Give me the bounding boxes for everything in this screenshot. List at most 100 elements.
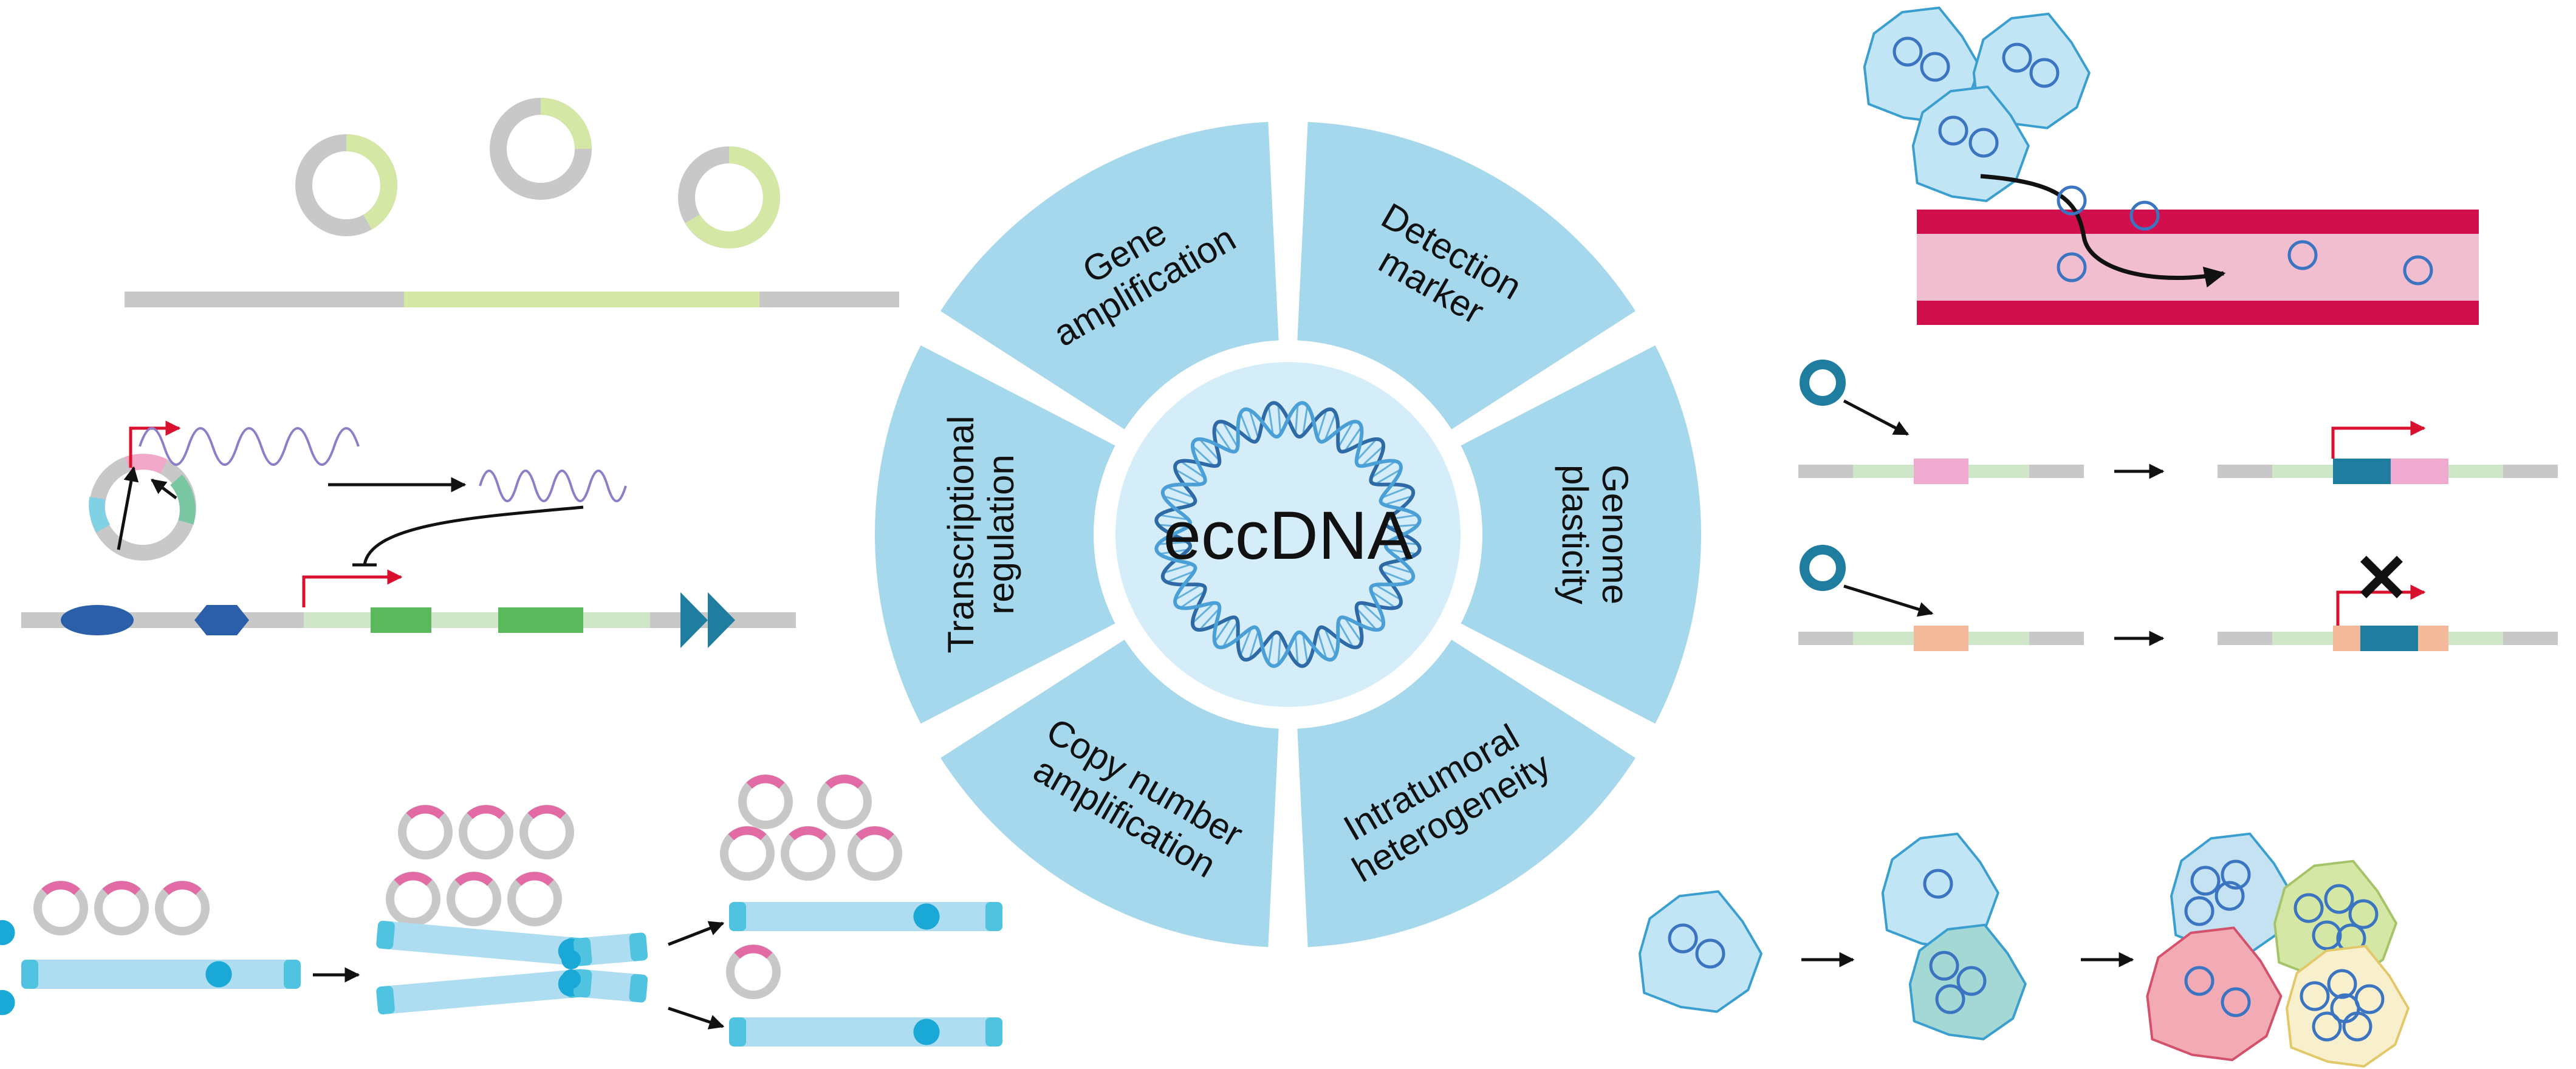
promoter-arrow-icon [2331,420,2426,459]
copy-number-panel [0,774,1002,1047]
eccdna-ring-icon [1893,36,1923,67]
inserted-eccdna [2360,626,2418,651]
base-pair [1163,563,1193,574]
base-pair [1166,570,1195,583]
eccdna-ring-icon [2300,981,2330,1011]
binding-protein [61,605,134,635]
base-pair [1294,405,1299,434]
segment-genome-plasticity: Genomeplasticity [1461,345,1701,724]
base-pair [1199,607,1221,631]
blood-vessel-lumen [1917,234,2479,301]
base-pair [1191,602,1215,624]
chromosome-icon [729,1017,1002,1047]
gene-region [304,612,650,628]
base-pair [1158,541,1188,545]
base-pair [1222,421,1239,448]
dna-helix-icon [1154,401,1422,668]
gene-amplification-panel [125,98,899,307]
base-pair [1214,617,1232,643]
base-pair [1387,548,1417,555]
eccdna-ring-icon [726,944,781,999]
detection-marker-panel [1863,6,2479,325]
base-pair [1159,514,1189,521]
eccdna-ring-icon [1935,984,1965,1014]
eccdna-ring-icon [1968,128,1999,158]
arrow-icon [117,466,139,550]
inhibition-line [363,505,584,565]
heterogeneity-panel [1639,832,2410,1068]
eccdna-ring-icon [2327,969,2357,999]
segment-label-line: Transcriptional [940,415,981,653]
segment-shape [1297,121,1636,429]
base-pair [1239,413,1252,442]
base-pair [1191,445,1215,467]
segment-transcriptional-regulation: Transcriptionalregulation [875,345,1115,724]
exon [498,607,583,633]
exon [371,607,431,633]
eccdna-ring-icon [447,872,501,926]
base-pair [1388,524,1418,528]
segment-shape [1297,640,1636,948]
base-pair [1239,627,1252,656]
eccdna-ring-icon [2330,993,2360,1023]
eccdna-ring-icon [1929,951,1959,981]
base-pair [1317,630,1327,660]
base-pair [1324,413,1337,442]
eccdna-ring-icon [2312,1011,2342,1042]
base-pair [1174,584,1202,601]
eccdna-ring-icon [398,805,453,859]
segment-shape [940,640,1279,948]
promoter-arrow-icon [302,569,403,607]
segment-detection-marker: Detectionmarker [1297,121,1636,429]
arrow-icon [1843,584,1934,617]
eccdna-ring-icon [459,805,513,859]
eccdna-ring-icon [1695,938,1725,969]
transcript-wave [139,427,360,466]
center-label: eccDNA [1163,497,1413,573]
base-pair [1381,570,1410,583]
base-pair [1174,468,1202,485]
segment-copy-number-amplification: Copy numberamplification [940,640,1279,948]
base-pair [1344,426,1362,452]
base-pair [1222,621,1239,648]
eccdna-ring-icon [1800,360,1846,406]
base-pair [1267,405,1274,435]
base-pair [1277,405,1282,434]
eccdna-ring-icon [155,881,210,935]
eccdna-ring-icon [507,872,562,926]
binding-protein [194,605,249,635]
base-pair [1317,409,1327,439]
eccdna-ring-icon [2057,185,2087,216]
genome-track [1798,626,2084,651]
base-pair [1371,590,1396,609]
eccdna-ring-icon [848,826,902,881]
genome-track [1798,459,2084,484]
segment-label-line: Genome [1595,465,1636,604]
base-pair [1180,590,1205,609]
eccdna-ring-icon [94,881,149,935]
eccdna-ring-icon [2403,255,2433,285]
insertion-site [1914,459,1968,484]
insertion-site [1914,626,1968,651]
cell-cluster [1863,6,2091,202]
segment-label: Transcriptionalregulation [940,415,1021,653]
arrow-icon [151,479,177,499]
eccdna-ring-icon [295,134,398,236]
chromosome-icon [729,902,1002,931]
base-pair [1374,468,1402,485]
centromere [561,950,581,969]
segment-intratumoral-heterogeneity: Intratumoralheterogeneity [1297,640,1636,948]
genome-plasticity-panel [1798,360,2558,651]
base-pair [1302,405,1309,435]
cell-icon [1639,890,1762,1013]
eccdna-ring-icon [1938,115,1968,146]
segment-label-line: plasticity [1555,465,1595,604]
segment-shape [1461,345,1701,724]
eccdna-ring-icon [1920,52,1950,82]
base-pair [1163,495,1193,506]
terminator-icon [680,592,735,648]
base-pair [1324,627,1337,656]
base-pair [1337,621,1354,648]
